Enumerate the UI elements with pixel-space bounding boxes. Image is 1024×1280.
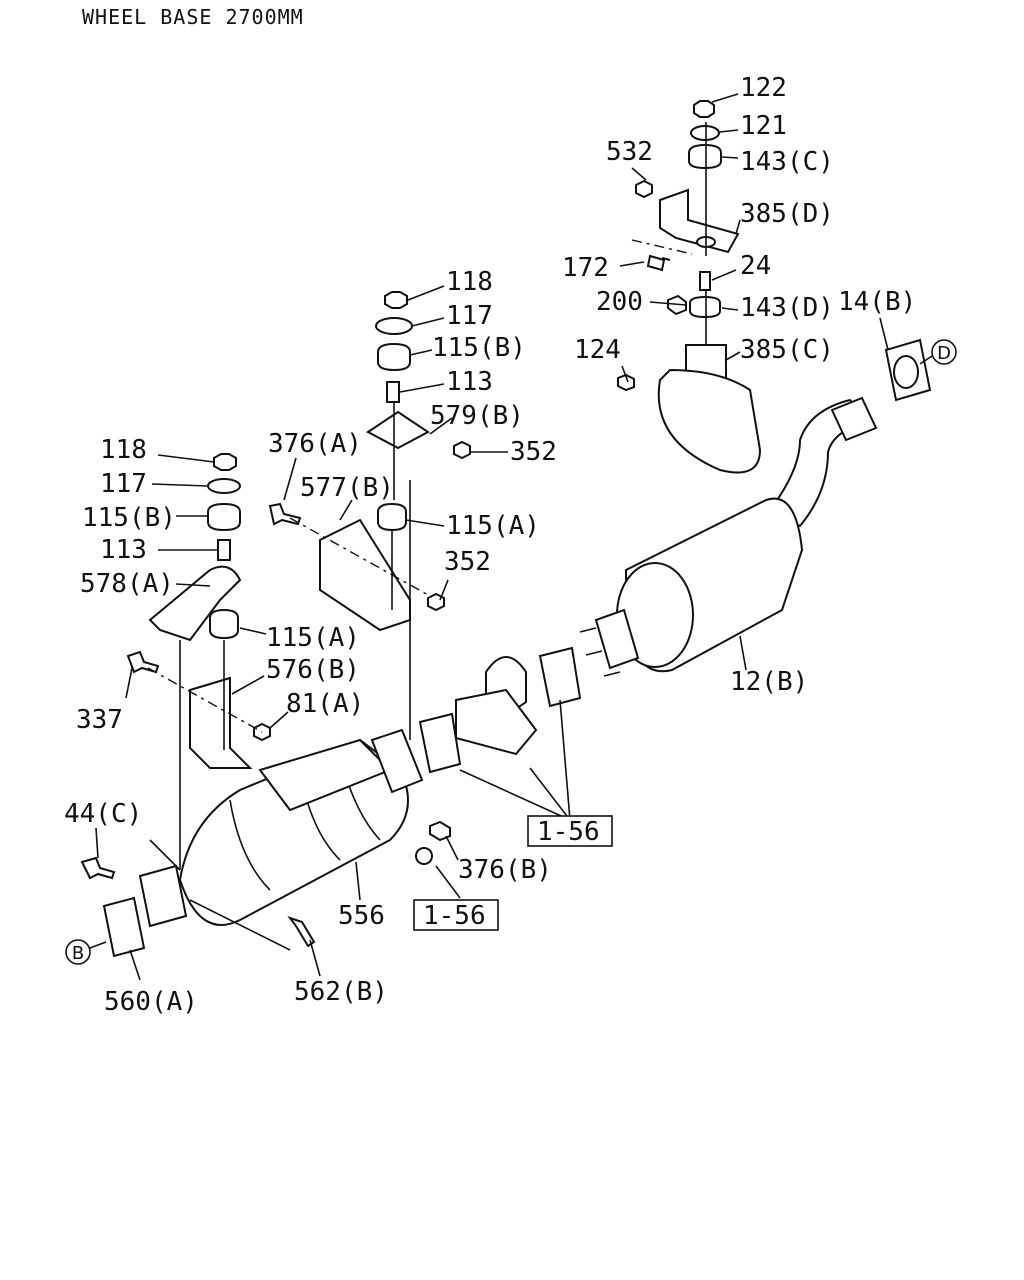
- exhaust-brake-valve: [418, 646, 582, 821]
- label-81a: 81(A): [286, 689, 364, 719]
- rubber-143c[interactable]: [688, 143, 722, 170]
- label-113-left: 113: [100, 535, 147, 565]
- collar-113-mid[interactable]: [386, 381, 400, 403]
- leader-lines: [95, 93, 889, 977]
- middle-mount-stack: [268, 291, 471, 740]
- label-376b: 376(B): [458, 855, 552, 885]
- bracket-579b[interactable]: [366, 410, 430, 450]
- tail-pipe: [768, 338, 932, 528]
- label-115a-mid: 115(A): [446, 511, 540, 541]
- label-143c: 143(C): [740, 147, 834, 177]
- rubber-115b-mid[interactable]: [377, 342, 411, 372]
- label-172: 172: [562, 253, 609, 283]
- label-576b: 576(B): [266, 655, 360, 685]
- left-mount-stack: [126, 453, 271, 870]
- label-385c: 385(C): [740, 335, 834, 365]
- label-115a-left: 115(A): [266, 623, 360, 653]
- label-12b: 12(B): [730, 667, 808, 697]
- marker-d-letter: D: [937, 343, 951, 364]
- muffler: [579, 497, 804, 677]
- marker-b: B: [65, 939, 107, 965]
- label-14b: 14(B): [838, 287, 916, 317]
- tail-pipe-flange[interactable]: [830, 396, 878, 442]
- washer-117-left[interactable]: [207, 478, 241, 494]
- label-143d: 143(D): [740, 293, 834, 323]
- label-376a: 376(A): [268, 429, 362, 459]
- ref-label-lower: 1-56: [423, 901, 486, 931]
- label-122: 122: [740, 73, 787, 103]
- label-352-lower: 352: [444, 547, 491, 577]
- clamp-band-385c[interactable]: [657, 368, 762, 474]
- bracket-576b[interactable]: [189, 676, 253, 769]
- bracket-385d[interactable]: [659, 188, 740, 254]
- catalytic-converter: [80, 728, 451, 981]
- label-200: 200: [596, 287, 643, 317]
- collar-113-left[interactable]: [217, 539, 231, 561]
- nut-532[interactable]: [635, 179, 653, 199]
- bolt-44c[interactable]: [80, 856, 116, 880]
- nut-118-left[interactable]: [213, 453, 237, 471]
- label-385d: 385(D): [740, 199, 834, 229]
- gasket-left[interactable]: [418, 712, 462, 774]
- converter-outlet-flange[interactable]: [370, 728, 424, 794]
- collar-24[interactable]: [699, 271, 711, 291]
- rubber-115a-mid[interactable]: [377, 502, 407, 532]
- label-337: 337: [76, 705, 123, 735]
- bolt-376b[interactable]: [429, 820, 451, 842]
- label-115b-mid: 115(B): [432, 333, 526, 363]
- washer-117-mid[interactable]: [375, 317, 413, 335]
- upper-right-mount-stack: [617, 100, 762, 474]
- rubber-115a-left[interactable]: [209, 608, 239, 640]
- bracket-578a[interactable]: [148, 565, 242, 642]
- bolt-337[interactable]: [126, 650, 160, 674]
- label-124: 124: [574, 335, 621, 365]
- label-24: 24: [740, 251, 771, 281]
- nut-1-56[interactable]: [415, 847, 434, 865]
- ref-label-right: 1-56: [537, 817, 600, 847]
- reference-1-56-lower[interactable]: 1-56: [413, 899, 499, 931]
- label-117-left: 117: [100, 469, 147, 499]
- bracket-577b[interactable]: [319, 518, 411, 632]
- valve-body[interactable]: [455, 688, 538, 756]
- label-121: 121: [740, 111, 787, 141]
- muffler-inlet-flange[interactable]: [594, 608, 640, 670]
- label-44c: 44(C): [64, 799, 142, 829]
- label-577b: 577(B): [300, 473, 394, 503]
- nut-352-upper[interactable]: [453, 440, 471, 460]
- label-556: 556: [338, 901, 385, 931]
- marker-b-letter: B: [72, 943, 84, 964]
- label-352-upper: 352: [510, 437, 557, 467]
- rubber-143d[interactable]: [689, 295, 721, 319]
- bolt-172[interactable]: [646, 254, 671, 272]
- label-118-left: 118: [100, 435, 147, 465]
- label-579b: 579(B): [430, 401, 524, 431]
- rubber-115b-left[interactable]: [207, 502, 241, 532]
- label-113-mid: 113: [446, 367, 493, 397]
- gasket-560a[interactable]: [102, 896, 146, 958]
- converter-inlet-flange[interactable]: [138, 864, 188, 928]
- marker-d: D: [919, 339, 957, 365]
- label-115b-left: 115(B): [82, 503, 176, 533]
- label-578a: 578(A): [80, 569, 174, 599]
- nut-122[interactable]: [693, 100, 715, 118]
- nut-118-mid[interactable]: [384, 291, 408, 309]
- part-labels: 122 121 143(C) 532 385(D) 172 24 200 143…: [64, 73, 916, 1017]
- label-118-mid: 118: [446, 267, 493, 297]
- washer-121[interactable]: [690, 125, 720, 141]
- label-562b: 562(B): [294, 977, 388, 1007]
- label-560a: 560(A): [104, 987, 198, 1017]
- label-532: 532: [606, 137, 653, 167]
- label-117-mid: 117: [446, 301, 493, 331]
- page-title: WHEEL BASE 2700MM: [82, 5, 304, 29]
- reference-1-56-right[interactable]: 1-56: [527, 815, 613, 847]
- gasket-right[interactable]: [538, 646, 582, 708]
